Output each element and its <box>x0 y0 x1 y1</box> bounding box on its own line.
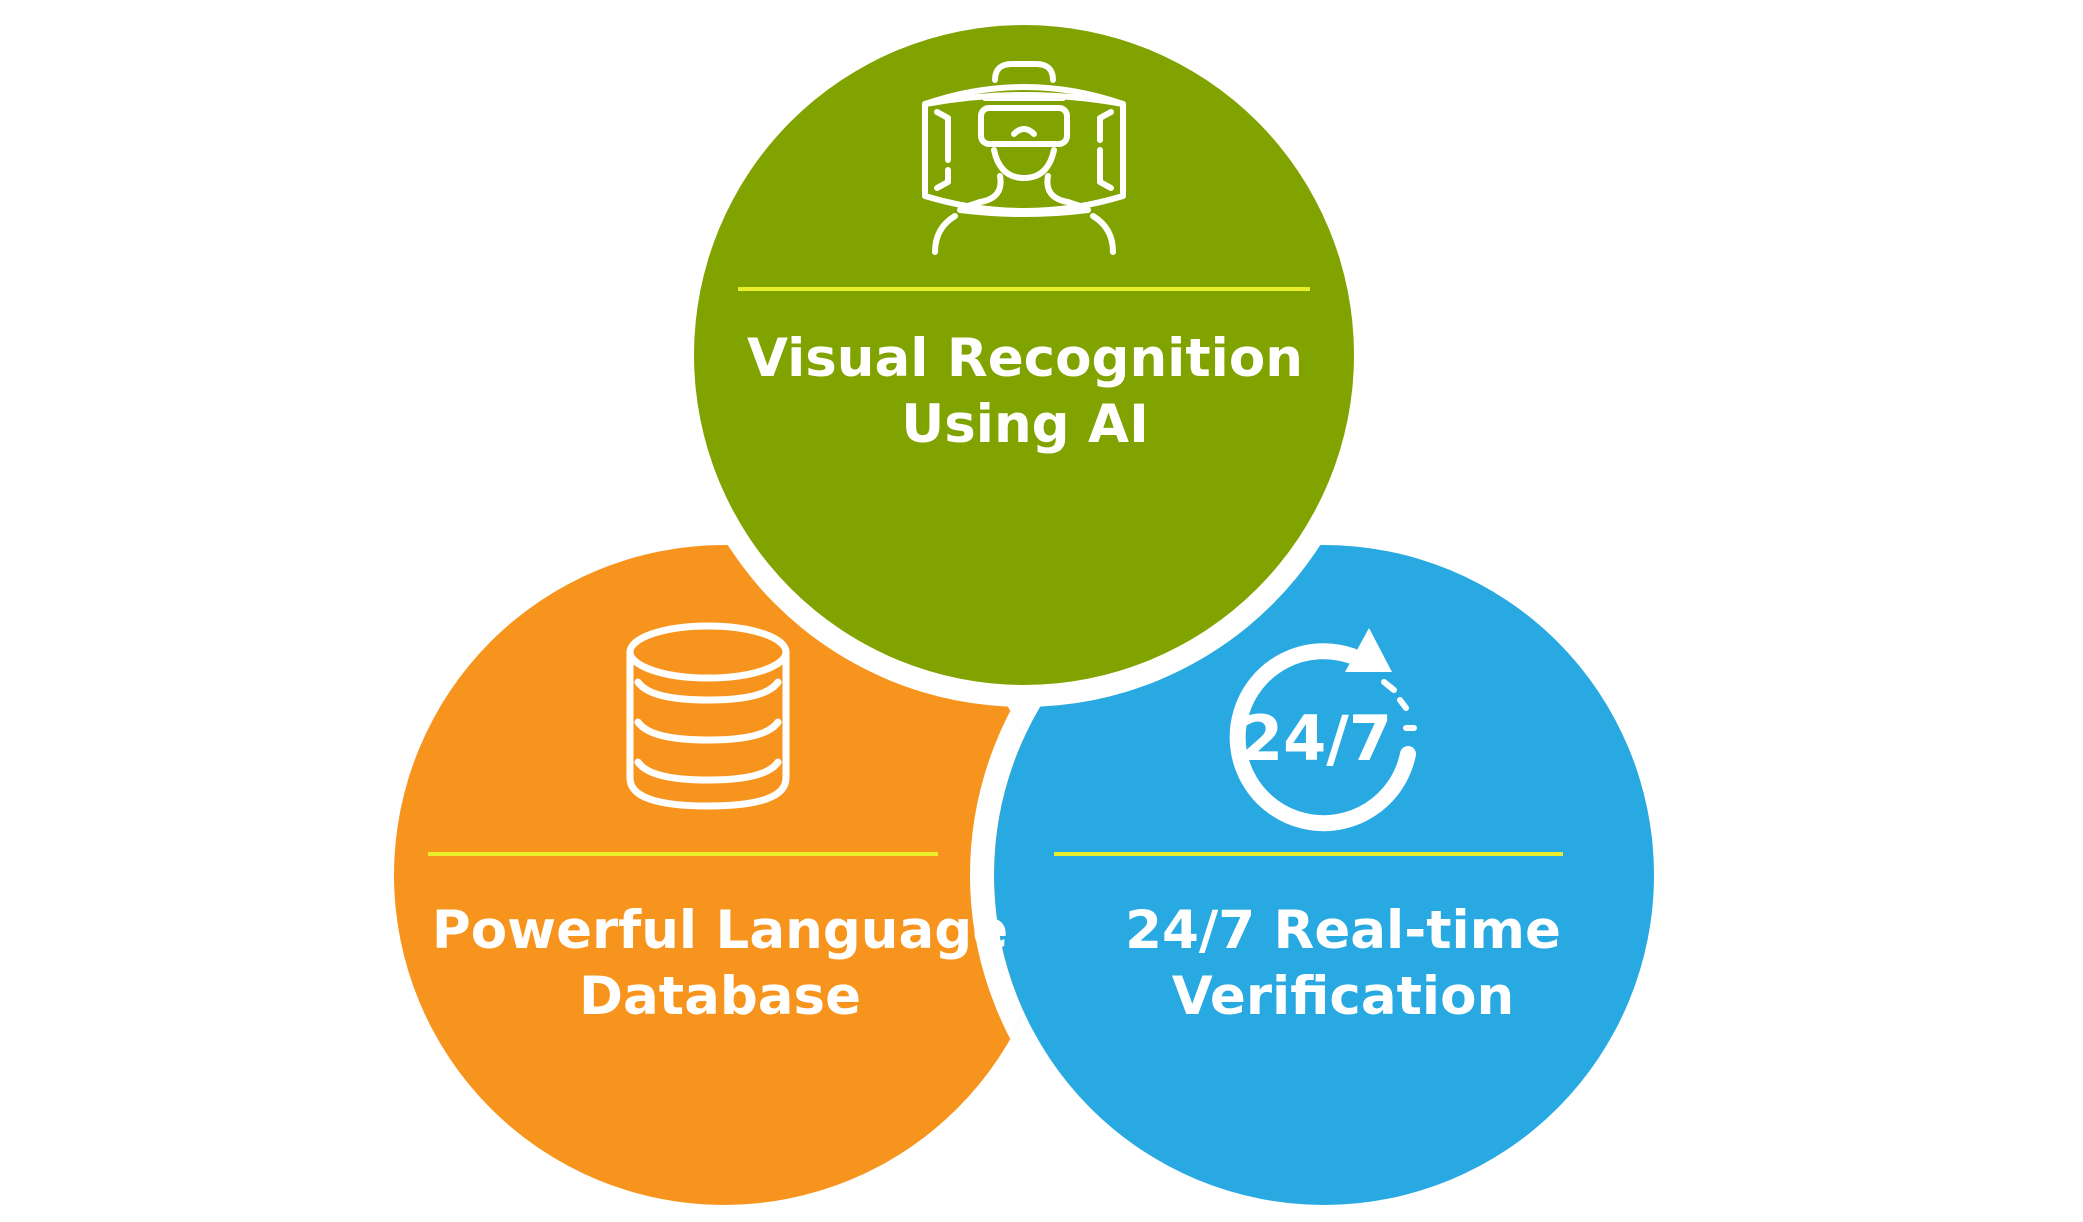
orange-label-line-2: Database <box>578 966 862 1027</box>
green-label-line-1: Visual Recognition <box>747 328 1303 389</box>
separator-ring <box>970 545 1054 1205</box>
clock-24-7-icon: 24/7 <box>1229 628 1417 832</box>
green-circle-label: Visual Recognition Using AI <box>745 326 1305 458</box>
database-icon <box>626 622 790 810</box>
green-circle <box>694 25 1354 685</box>
orange-circle-label: Powerful Language Database <box>420 898 1020 1030</box>
blue-circle-label: 24/7 Real-time Verification <box>1063 898 1623 1030</box>
vr-headset-person-icon <box>922 61 1126 255</box>
orange-label-line-1: Powerful Language <box>431 900 1009 961</box>
blue-label-line-2: Verification <box>1171 966 1515 1027</box>
blue-label-line-1: 24/7 Real-time <box>1125 900 1561 961</box>
clock-24-7-text: 24/7 <box>1240 702 1392 775</box>
blue-circle <box>994 545 1654 1205</box>
green-label-line-2: Using AI <box>901 394 1149 455</box>
orange-circle <box>394 545 1054 1205</box>
